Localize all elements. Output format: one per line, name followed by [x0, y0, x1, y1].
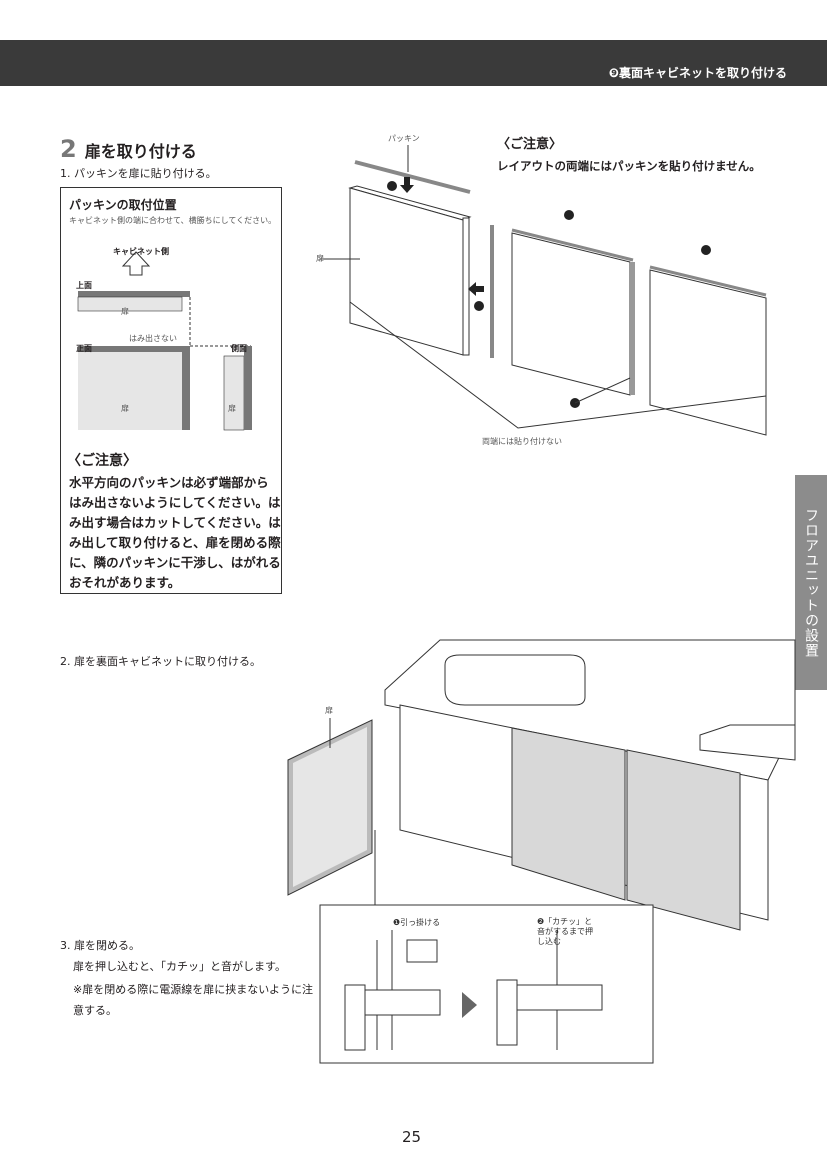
hinge-step-1: ❶引っ掛ける	[393, 918, 441, 927]
door-label: 扉	[121, 404, 129, 413]
side-label: 側面	[231, 344, 247, 353]
substep-1: 1. パッキンを扉に貼り付ける。	[60, 167, 217, 180]
step-title: 扉を取り付ける	[84, 142, 197, 161]
step-heading: 2 扉を取り付ける	[60, 135, 197, 163]
section-header: ❾裏面キャビネットを取り付ける	[0, 40, 827, 86]
door-label: 扉	[316, 254, 324, 263]
door-label: 扉	[228, 404, 236, 413]
hinge-step-2: ❷「カチッ」と音がするまで押し込む	[537, 917, 593, 946]
substep-3-line2: ※扉を閉める際に電源線を扉に挟まないように注意する。	[73, 983, 313, 1017]
note-title: 〈ご注意〉	[67, 453, 137, 469]
box-title: パッキンの取付位置	[69, 198, 177, 212]
substep-2: 2. 扉を裏面キャビネットに取り付ける。	[60, 655, 261, 668]
step-number: 2	[60, 135, 77, 163]
note2-title: 〈ご注意〉	[497, 137, 563, 152]
door-label: 扉	[121, 307, 129, 316]
note2-text: レイアウトの両端にはパッキンを貼り付けません。	[497, 159, 761, 173]
packing-position-box: パッキンの取付位置 キャビネット側の端に合わせて、横勝ちにしてください。 キャビ…	[60, 187, 282, 594]
section-title: ❾裏面キャビネットを取り付ける	[608, 66, 787, 80]
door-label: 扉	[325, 706, 333, 715]
top-view-label: 上面	[76, 281, 92, 290]
box-desc: キャビネット側の端に合わせて、横勝ちにしてください。	[69, 216, 277, 225]
note-text: 水平方向のパッキンは必ず端部からはみ出さないようにしてください。はみ出す場合はカ…	[69, 475, 281, 590]
page-number: 25	[402, 1128, 422, 1146]
side-tab: フロアユニットの設置	[795, 475, 827, 690]
no-overhang-label: はみ出さない	[129, 334, 177, 343]
substep-3: 3. 扉を閉める。	[60, 939, 140, 952]
front-label: 正面	[76, 344, 92, 353]
both-ends-label: 両端には貼り付けない	[482, 437, 562, 446]
cabinet-side-label: キャビネット側	[113, 247, 169, 256]
substep-3-line1: 扉を押し込むと、「カチッ」と音がします。	[73, 960, 286, 973]
packing-label: パッキン	[388, 134, 420, 143]
packing-diagram	[77, 251, 252, 431]
